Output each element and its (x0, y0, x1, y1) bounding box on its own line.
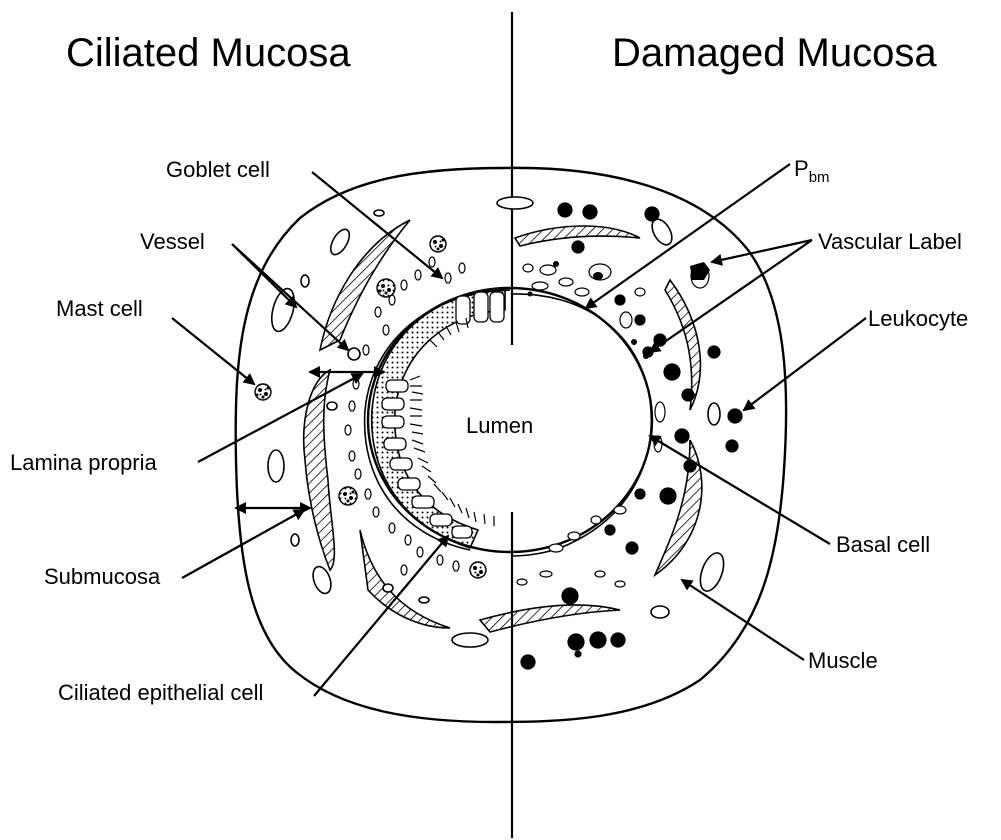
label-pbm-subscript: bm (809, 169, 830, 186)
label-leukocyte: Leukocyte (868, 306, 968, 331)
label-ciliated-epithelial-cell: Ciliated epithelial cell (58, 680, 263, 705)
label-submucosa: Submucosa (44, 564, 161, 589)
label-muscle: Muscle (808, 648, 878, 673)
arrow-submucosa (182, 510, 304, 578)
arrow-leukocyte (744, 318, 866, 410)
title-damaged-mucosa: Damaged Mucosa (612, 31, 937, 75)
lumen-label: Lumen (466, 413, 533, 438)
label-mast-cell: Mast cell (56, 296, 143, 321)
arrow-muscle (682, 580, 804, 660)
label-basal-cell: Basal cell (836, 532, 930, 557)
label-vessel: Vessel (140, 229, 205, 254)
arrow-mast-cell (172, 318, 254, 384)
label-pbm: Pbm (794, 156, 830, 186)
arrow-vessel-inner (232, 244, 348, 350)
label-pbm-main: P (794, 156, 809, 181)
title-ciliated-mucosa: Ciliated Mucosa (66, 31, 351, 75)
label-goblet-cell: Goblet cell (166, 157, 270, 182)
label-vascular-label: Vascular Label (818, 229, 962, 254)
label-lamina-propria: Lamina propria (10, 450, 158, 475)
arrow-lamina-propria (198, 374, 362, 462)
